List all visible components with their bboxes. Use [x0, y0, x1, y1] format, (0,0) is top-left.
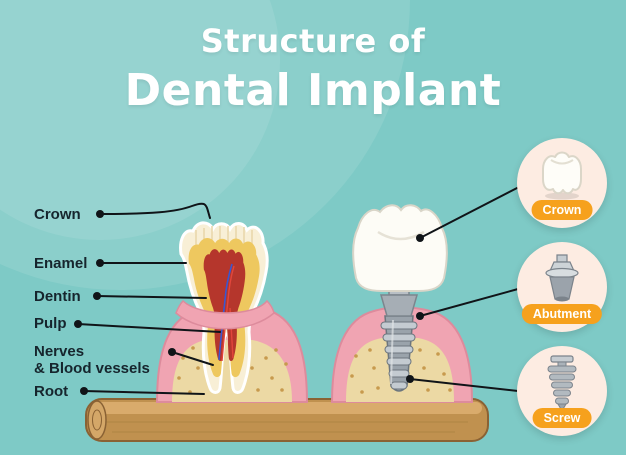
title-line-1: Structure of [200, 22, 426, 60]
leader-line-screw [409, 378, 519, 392]
label-nerves-line-2: & Blood vessels [34, 360, 150, 378]
label-dentin: Dentin [34, 288, 81, 305]
label-dentin-text: Dentin [34, 288, 81, 305]
tooth-vessel-blue [218, 263, 233, 361]
label-nerves-line-1: Nerves [34, 343, 85, 360]
tooth-vessel-red-2 [229, 307, 234, 359]
wood-plank-top [92, 402, 482, 414]
page-title: Structure of Dental Implant [0, 22, 626, 116]
tooth-cross-section [179, 221, 269, 394]
implant-screw-icon [547, 355, 577, 413]
label-enamel: Enamel [34, 255, 87, 272]
bone-speckles-right [350, 348, 452, 394]
tooth-enamel-striations [195, 226, 253, 246]
leader-line-crown [99, 202, 211, 219]
badge-screw: Screw [517, 346, 607, 436]
implant-crown-icon [542, 151, 582, 200]
bone-speckles-left [177, 346, 288, 394]
badge-abutment: Abutment [517, 242, 607, 332]
tooth-vessel-red [221, 265, 235, 362]
label-crown-text: Crown [34, 206, 81, 223]
leader-line-pulp [77, 323, 221, 333]
leader-line-nerves [171, 351, 214, 366]
badge-screw-label: Screw [532, 408, 592, 428]
label-root-text: Root [34, 383, 69, 400]
leader-line-abutment [419, 288, 519, 317]
leader-line-dentin [96, 295, 207, 299]
leader-lines [77, 186, 520, 395]
badge-abutment-label: Abutment [521, 304, 603, 324]
leader-dots [74, 210, 424, 395]
label-enamel-text: Enamel [34, 255, 88, 272]
badge-crown-label: Crown [531, 200, 593, 220]
badge-crown: Crown [517, 138, 607, 228]
wood-plank-end [87, 400, 107, 440]
implant-screw [380, 315, 418, 392]
implant-crown [352, 204, 448, 292]
title-line-2: Dental Implant [124, 65, 502, 116]
leader-line-root [83, 390, 205, 395]
label-pulp-text: Pulp [34, 315, 67, 332]
wood-plank [85, 398, 489, 442]
label-crown: Crown [34, 206, 81, 223]
label-root: Root [34, 383, 68, 400]
leader-line-implant-crown [419, 186, 520, 239]
implant-abutment-icon [545, 254, 579, 302]
gum-front-left [175, 299, 275, 330]
label-pulp: Pulp [34, 315, 67, 332]
label-nerves-blood-vessels: Nerves & Blood vessels [34, 343, 150, 378]
